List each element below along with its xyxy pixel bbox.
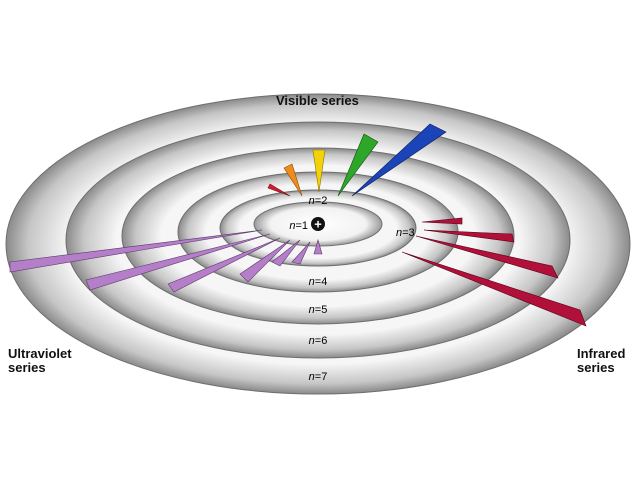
level-label-n7: n=7 bbox=[309, 371, 328, 383]
infrared-label-line1: Infrared bbox=[577, 346, 626, 361]
ultraviolet-label-line2: series bbox=[8, 360, 46, 375]
ultraviolet-series-label: Ultraviolet series bbox=[8, 347, 72, 375]
ir-transition-from-4 bbox=[421, 217, 463, 225]
level-label-n1: n=1 bbox=[289, 220, 308, 232]
visible-orange-transition bbox=[283, 163, 303, 197]
visible-red-transition bbox=[267, 183, 291, 197]
infrared-series-label: Infrared series bbox=[577, 347, 625, 375]
uv-transition-from-3a bbox=[271, 239, 301, 267]
level-label-n3: n=3 bbox=[396, 227, 415, 239]
visible-transitions bbox=[267, 123, 447, 197]
infrared-transitions bbox=[401, 217, 587, 327]
uv-transition-from-2 bbox=[313, 238, 323, 255]
visible-series-label: Visible series bbox=[276, 93, 359, 108]
visible-yellow-transition bbox=[312, 149, 326, 193]
uv-transition-from-5 bbox=[167, 237, 281, 293]
level-label-n2: n=2 bbox=[309, 195, 328, 207]
ultraviolet-transitions bbox=[9, 229, 323, 293]
level-label-n4: n=4 bbox=[309, 276, 328, 288]
uv-transition-from-7 bbox=[9, 229, 263, 273]
nucleus-symbol: + bbox=[314, 217, 322, 232]
uv-transition-from-4 bbox=[239, 239, 291, 283]
nucleus-circle bbox=[311, 217, 325, 231]
ultraviolet-label-line1: Ultraviolet bbox=[8, 346, 72, 361]
level-label-n6: n=6 bbox=[309, 335, 328, 347]
uv-transition-from-6 bbox=[85, 233, 271, 291]
ir-transition-from-6 bbox=[415, 235, 559, 279]
visible-green-transition bbox=[337, 133, 379, 197]
ir-transition-from-5 bbox=[423, 229, 515, 243]
energy-level-labels: n=1 n=2 n=3 n=4 n=5 n=6 n=7 bbox=[289, 195, 414, 383]
nucleus: + bbox=[311, 217, 325, 232]
uv-transition-from-3b bbox=[291, 241, 311, 265]
infrared-label-line2: series bbox=[577, 360, 615, 375]
visible-blue-transition bbox=[351, 123, 447, 197]
ir-transition-from-7 bbox=[401, 251, 587, 327]
level-label-n5: n=5 bbox=[309, 304, 328, 316]
